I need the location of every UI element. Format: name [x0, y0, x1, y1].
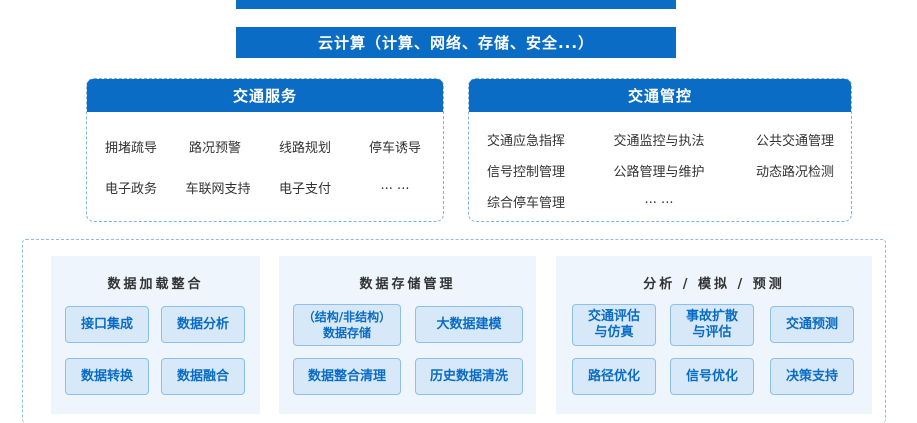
data-storage-group: 数据存储管理 （结构/非结构） 数据存储 大数据建模 数据整合清理 历史数据清洗	[279, 256, 536, 414]
service-item: 车联网支持	[185, 182, 251, 197]
data-cleanup-button[interactable]: 数据整合清理	[293, 358, 401, 395]
group-title: 数据存储管理	[359, 277, 456, 292]
data-storage-button[interactable]: （结构/非结构） 数据存储	[293, 304, 401, 346]
service-item: ... ...	[380, 178, 410, 193]
data-fusion-button[interactable]: 数据融合	[161, 358, 245, 395]
traffic-service-title: 交通服务	[87, 79, 443, 112]
signal-optimization-button[interactable]: 信号优化	[670, 358, 754, 395]
service-item: 停车诱导	[368, 141, 421, 156]
cloud-computing-bar: 云计算（计算、网络、存储、安全...）	[236, 27, 676, 58]
control-item: 公共交通管理	[755, 134, 834, 149]
control-item: 动态路况检测	[755, 165, 834, 180]
traffic-service-panel: 交通服务 拥堵疏导 路况预警 线路规划 停车诱导 电子政务 车联网支持 电子支付…	[86, 78, 444, 222]
interface-integration-button[interactable]: 接口集成	[65, 306, 149, 343]
route-optimization-button[interactable]: 路径优化	[572, 358, 656, 395]
group-title: 分析 / 模拟 / 预测	[643, 277, 785, 292]
control-item: 交通监控与执法	[613, 134, 705, 149]
service-item: 路况预警	[188, 141, 241, 156]
top-layer-bar	[236, 0, 676, 9]
service-item: 线路规划	[278, 141, 331, 156]
data-loading-group: 数据加载整合 接口集成 数据分析 数据转换 数据融合	[51, 256, 260, 414]
cloud-computing-label: 云计算（计算、网络、存储、安全...）	[317, 34, 595, 52]
service-item: 电子政务	[104, 182, 157, 197]
decision-support-button[interactable]: 决策支持	[770, 358, 854, 395]
data-analysis-button[interactable]: 数据分析	[161, 306, 245, 343]
traffic-control-title: 交通管控	[469, 79, 851, 112]
traffic-control-panel: 交通管控 交通应急指挥 交通监控与执法 公共交通管理 信号控制管理 公路管理与维…	[468, 78, 852, 222]
big-data-modeling-button[interactable]: 大数据建模	[415, 306, 523, 343]
group-title: 数据加载整合	[107, 277, 204, 292]
data-platform-panel	[22, 239, 886, 423]
service-item: 电子支付	[278, 182, 331, 197]
history-data-cleaning-button[interactable]: 历史数据清洗	[415, 358, 523, 395]
service-item: 拥堵疏导	[104, 141, 157, 156]
accident-diffusion-button[interactable]: 事故扩散 与评估	[670, 304, 754, 346]
control-item: 交通应急指挥	[486, 134, 565, 149]
control-item: 综合停车管理	[486, 196, 565, 211]
traffic-prediction-button[interactable]: 交通预测	[770, 306, 854, 343]
control-item: ... ...	[644, 192, 674, 207]
control-item: 公路管理与维护	[613, 165, 705, 180]
control-item: 信号控制管理	[486, 165, 565, 180]
analysis-simulation-group: 分析 / 模拟 / 预测 交通评估 与仿真 事故扩散 与评估 交通预测 路径优化…	[556, 256, 872, 414]
traffic-evaluation-button[interactable]: 交通评估 与仿真	[572, 304, 656, 346]
data-conversion-button[interactable]: 数据转换	[65, 358, 149, 395]
